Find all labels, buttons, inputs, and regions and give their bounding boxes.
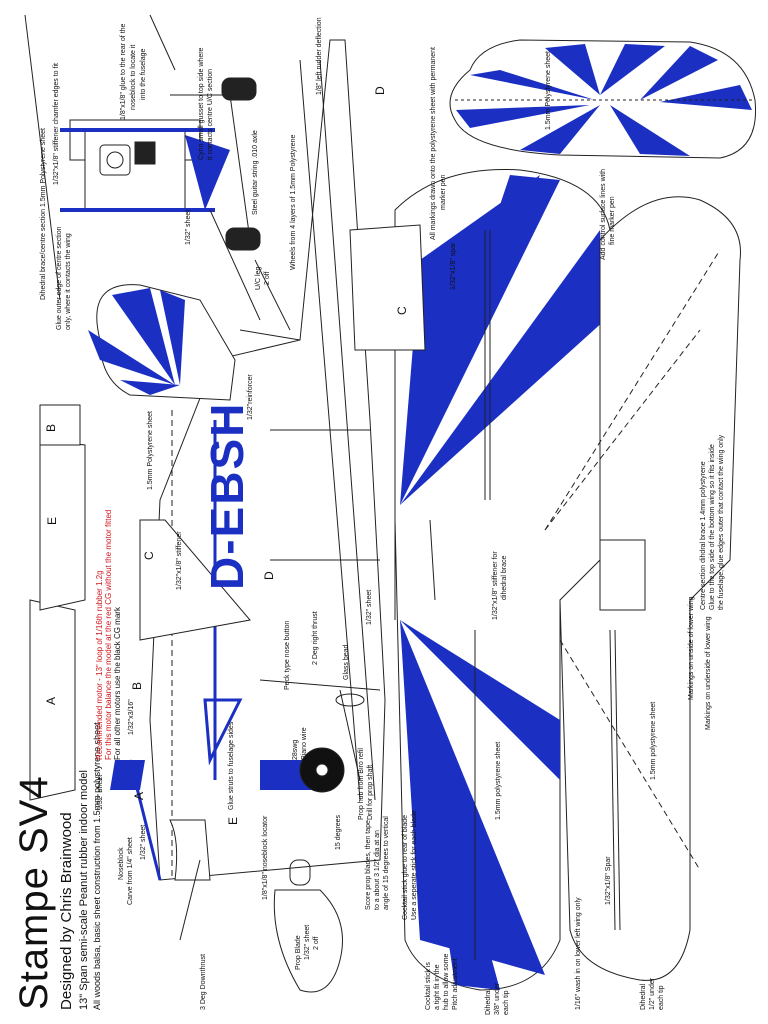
label-stiffener-fuse: 1/32"x1/8" stiffener [176,531,183,590]
part-label-d1: D [262,571,276,580]
plan-title: Stampe SV4 [12,775,56,1010]
label-into-fuselage: into the fuselage [140,48,147,100]
tailplane [449,39,757,159]
label-uc-leg-2: 2 off [264,271,271,286]
part-label-a2: A [132,791,146,800]
label-noseblock-locate: noseblock to locate it [130,44,137,110]
label-control-lines-2: fine marker pen [609,196,616,245]
label-glue-outer-edge-2: only, where it contacts the wing [65,233,72,330]
label-sheet-132-a: 1/32" sheet [185,209,192,245]
label-noseblock-2: Carve from 1/4" sheet [127,837,134,905]
part-label-c2: C [395,306,409,315]
label-washin: 1/16" wash in on lower left wing only [575,897,582,1010]
label-cocktail-glue-2: Use a seperate stick for each blade [411,810,418,920]
label-uc-leg-1: U/C leg [255,266,262,290]
designer-credit: Designed by Chris Brainwood [58,812,75,1010]
label-cocktail-1: Cocktail stick is [425,962,432,1010]
fin [88,284,236,401]
label-sheet-132-c: 1/32" sheet [97,774,104,810]
label-strut-size: 1/32"x3/16" [128,699,135,735]
part-label-e2: E [226,816,240,825]
label-dihedral-upper-1: Dihedral [485,988,492,1015]
part-label-e1: E [45,516,59,525]
label-spar-132-a: 1/32"x1/8" spar [450,242,457,290]
label-wheels: Wheels from 4 layers of 1.5mm Polystyren… [290,134,297,270]
label-piano-wire-1: 28swg [292,739,299,760]
label-cocktail-glue-1: Cocktail stick glue to rear of blade [402,814,409,920]
label-dihedral-lower-1: Dihedral [640,983,647,1010]
label-stiffener-dihedral-1: 1/32"x1/8" stiffener for [492,551,499,620]
label-reinforcer: 1/32"reinforcer [247,374,254,420]
lower-wing [544,196,741,981]
label-dihedral-upper-3: each tip [503,990,510,1015]
label-cocktail-3: hub to allow some [443,953,450,1010]
part-label-c1: C [142,551,156,560]
label-rudder-deflection: 1/8" left rudder deflection [316,17,323,95]
label-dihedral-upper-2: 3/8" under [494,982,501,1015]
label-prop-hub-2: Drill for prop shaft [367,764,374,820]
motor-note-line1: Recommended motor - 13" loop of 1/16th r… [95,570,104,760]
label-fifteen-deg: 15 degrees [335,814,342,850]
label-dihedral-lower-3: each tip [658,985,665,1010]
label-centre-brace-2: Glue to the top side of the bottom wing … [709,444,716,610]
label-markings-2: marker pen [440,174,447,210]
label-dihedral-lower-2: 1/2" under [649,977,656,1010]
label-stiffener-chamfer: 1/32"x1/8" stiffener chamfer edges to fi… [53,63,60,185]
label-prop-blade-3: 2 off [313,936,320,951]
motor-note-line3: For all other motors use the black CG ma… [113,607,122,760]
motor-note-line2: For this motor balance the model at the … [104,509,113,760]
label-glue-struts: Glue struts to fuselage sides [228,721,235,810]
label-cocktail-4: Pitch adjustment [452,958,459,1010]
label-sheet-132-b: 1/32" sheet [366,589,373,625]
label-glass-bead: Glass bead [343,644,350,680]
label-spar-132-b: 1/32"x1/8" Spar [605,856,612,905]
label-gusset-2: it contacts centre U/C section [207,68,214,160]
label-prop-hub-1: Prop hub from Biro refil [358,748,365,820]
materials-note: All woods balsa, basic sheet constructio… [92,722,102,1010]
label-sheet-132-d: 1/32" sheet [140,824,147,860]
model-spec: 13" Span semi-scale Peanut rubber indoor… [78,770,90,1010]
label-markings-lower-1: Markings on unside of lower wing [688,596,695,701]
label-stiffener-dihedral-2: dihedral brace [501,555,508,600]
label-downthrust: 3 Deg Downthrust [200,953,207,1010]
small-parts [29,224,426,993]
part-label-a1: A [44,696,58,705]
label-right-thrust: 2 Deg right thrust [312,611,319,665]
label-score-1: Score prop blades, then tape [365,820,372,910]
fuselage [110,39,386,941]
label-peck-nose: Peck type nose button [284,620,291,690]
label-score-2: to a about 3 1/2" dia at an [374,830,381,910]
label-dihedral-brace: Dihedral brace/centre section 1.5mm Poly… [40,128,47,300]
label-centre-brace-1: Centre section dihdral brace 1.4mm polys… [700,461,707,610]
centre-section [24,14,291,331]
label-poly-sheet-tail: 1.5mm Polystyrene sheet [545,51,552,130]
label-control-lines-1: Add control surface lines with [600,168,607,260]
label-guitar-string: Steel guitar string .010 axle [252,130,259,215]
label-centre-brace-3: the fuselage, glue edges outer that cont… [718,434,725,610]
part-label-d2: D [373,86,387,95]
label-markings-lower-2: Markings on underside of lower wing [705,616,712,730]
registration-mark: D-EBSH [201,401,253,590]
label-prop-blade-1: Prop Blade [295,935,302,970]
label-poly-sheet-fin: 1.5mm Polystyrene sheet [147,411,154,490]
label-cocktail-2: a tight fit in the [434,964,441,1010]
label-poly-sheet-wing-a: 1.5mm polystyrene sheet [495,741,502,820]
label-markings-1: All markings drawn onto the polystyrene … [430,47,437,240]
part-label-b1: B [44,423,58,432]
label-glue-outer-edge-1: Glue outer edge of centre section [56,226,63,330]
upper-wing [394,169,611,991]
label-glue-to-rear: 1/8"x1/8" glue to the rear of the [120,23,127,120]
label-piano-wire-2: Piano wire [301,727,308,760]
part-label-b2: B [130,681,144,690]
label-poly-sheet-wing-b: 1.5mm polystyrene sheet [650,701,657,780]
label-score-3: angle of 15 degrees to vertical [383,816,390,910]
label-noseblock-locator: 1/8"x1/8" noseblock locator [262,815,269,900]
label-noseblock-1: Noseblock [118,847,125,880]
label-prop-blade-2: 1/32" sheet [304,924,311,960]
label-gusset-1: Cyno small gusset to top side where [198,47,205,160]
